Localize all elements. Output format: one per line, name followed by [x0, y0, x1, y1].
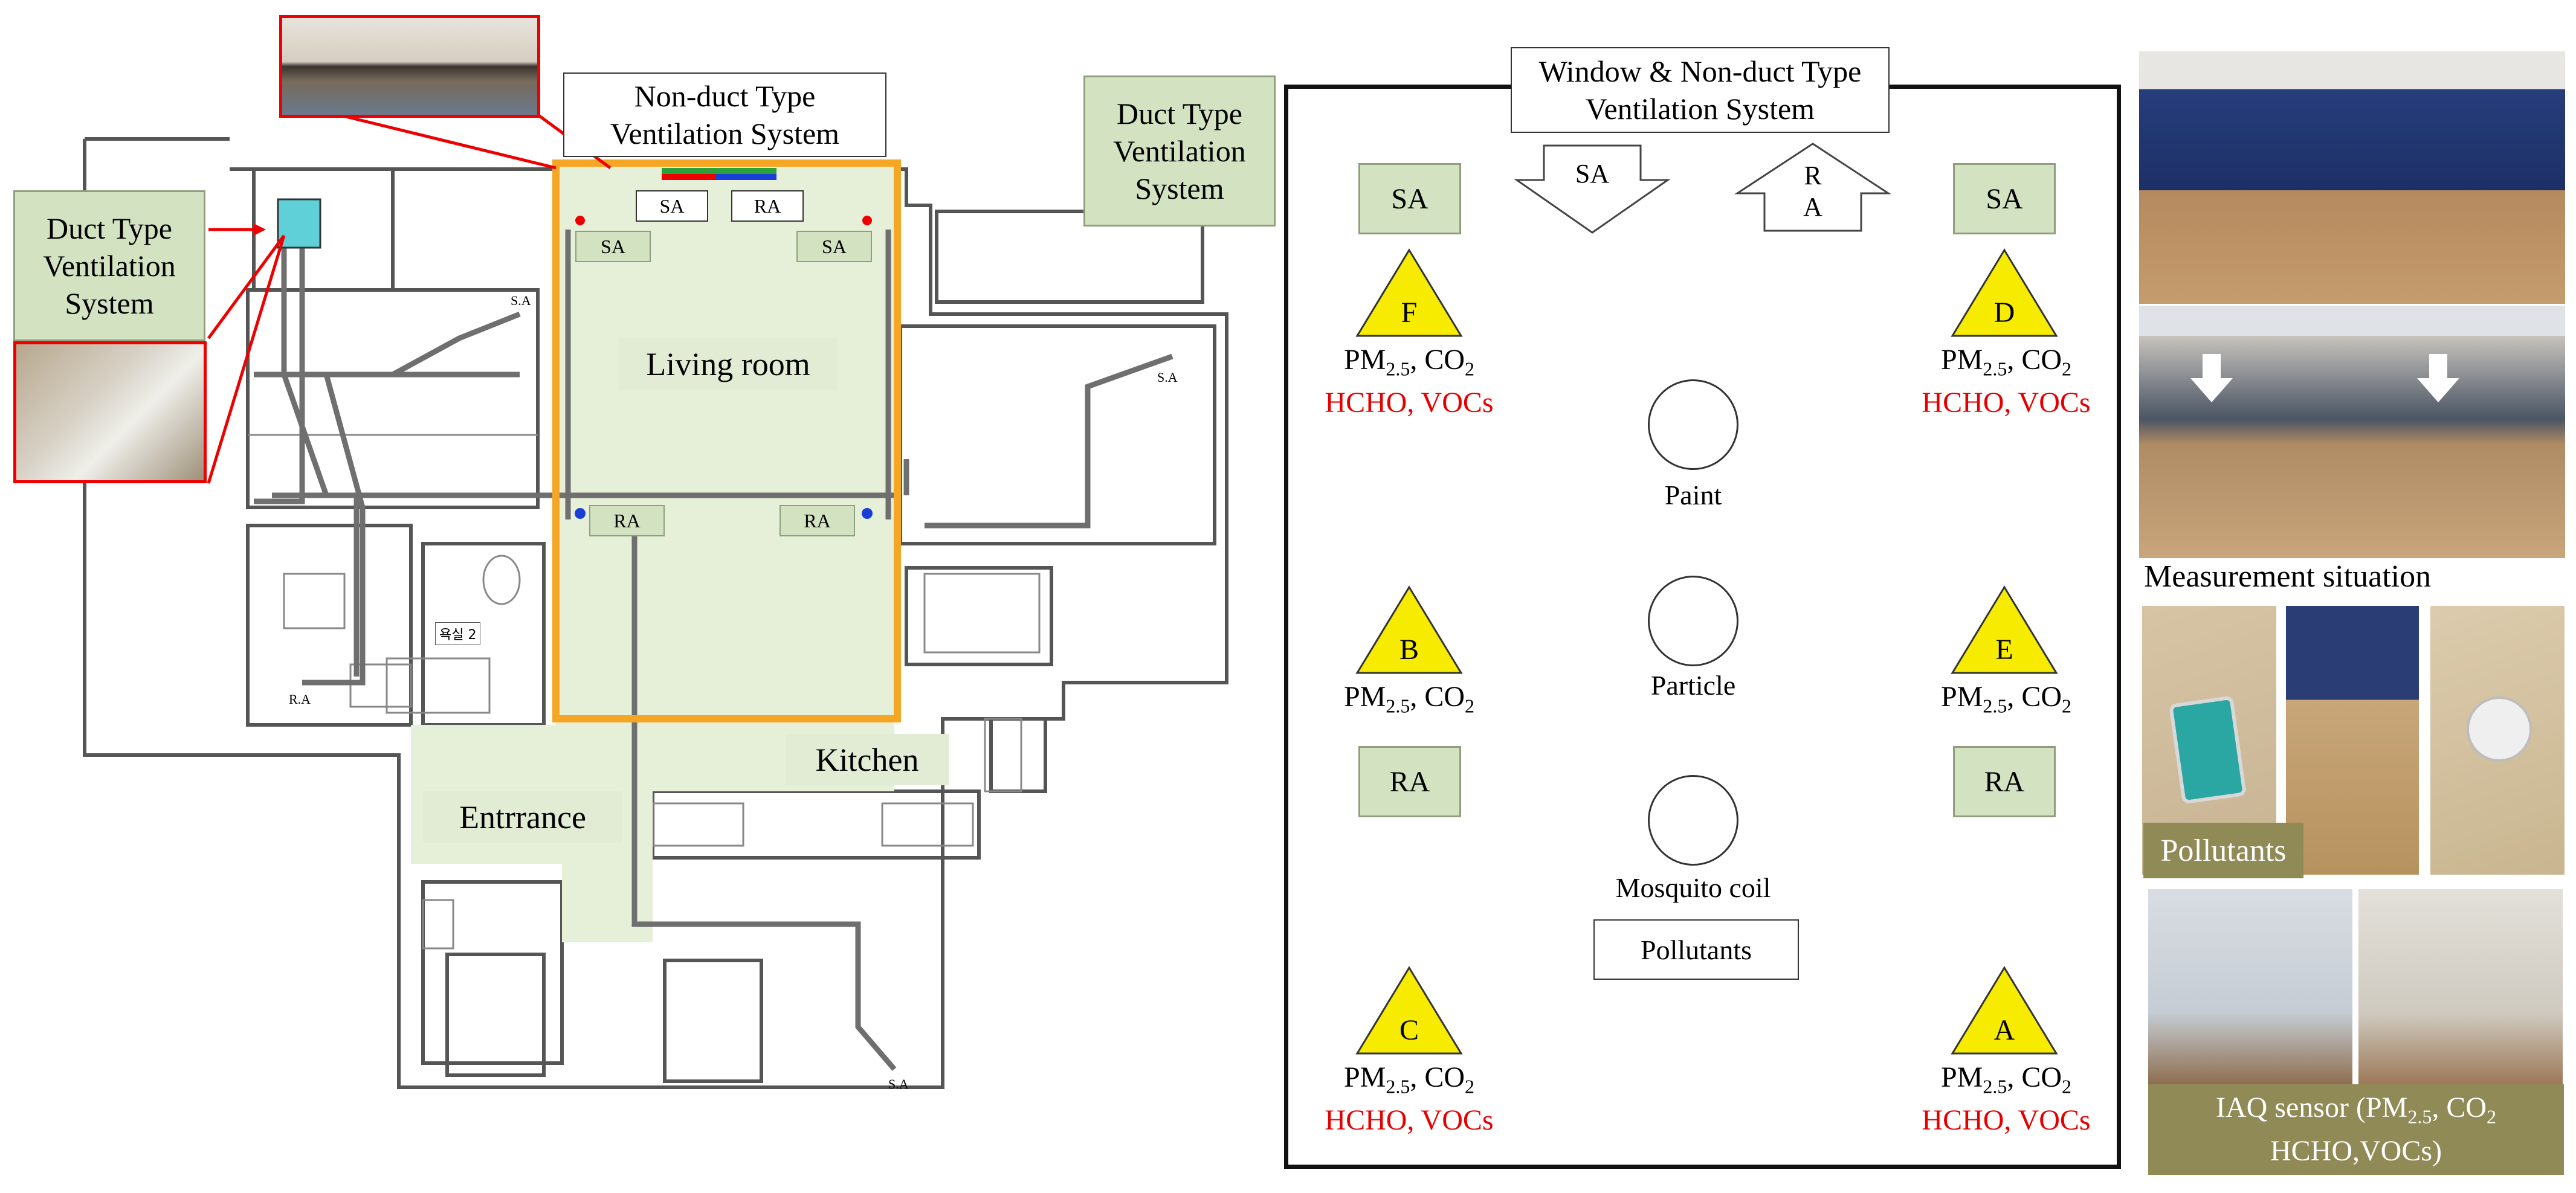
- source-particle-circle: [1648, 576, 1738, 666]
- arrow-down-icon: [2417, 354, 2459, 402]
- phone-shape: [2168, 695, 2247, 805]
- small-sa-label-3: S.A: [888, 1076, 909, 1092]
- non-duct-title: Non-duct Type Ventilation System: [563, 72, 886, 157]
- triangle-marker: [1951, 966, 2058, 1055]
- triangle-marker: [1951, 585, 2058, 674]
- measurement-caption: Measurement situation: [2144, 559, 2432, 594]
- small-sa-label-1: S.A: [511, 293, 531, 308]
- arrow-sa-label: SA: [1575, 159, 1610, 188]
- point-id: A: [1993, 1014, 2015, 1046]
- triangle-marker: [1355, 585, 1463, 674]
- point-id: D: [1993, 297, 2015, 329]
- point-id: C: [1399, 1014, 1419, 1046]
- ra-top-label: RA: [731, 190, 804, 222]
- sa-inner-left-label: SA: [575, 231, 651, 262]
- arrow-down-sa: [1514, 144, 1671, 234]
- duct-title-right: Duct Type Ventilation System: [1083, 76, 1276, 227]
- window-vent-photo: [279, 15, 540, 118]
- photo-room-1: [2139, 51, 2565, 304]
- diagram-ra-left: RA: [1358, 746, 1461, 817]
- small-sa-label-2: S.A: [1157, 370, 1178, 385]
- small-ra-label: R.A: [289, 692, 311, 707]
- arrow-up-ra: [1734, 143, 1891, 232]
- duct-unit-photo: [13, 341, 207, 483]
- point-id: F: [1401, 297, 1418, 329]
- pollutants-caption: Pollutants: [2143, 823, 2303, 878]
- floor-plan: Non-duct Type Ventilation System Duct Ty…: [0, 0, 1276, 1193]
- point-pollutants: PM2.5, CO2: [1940, 681, 2072, 717]
- coil-shape: [2467, 696, 2532, 762]
- living-room-label: Living room: [619, 338, 837, 390]
- photo-pollutant-2: [2286, 606, 2419, 875]
- point-pollutants: PM2.5, CO2: [1343, 681, 1475, 717]
- diagram-sa-right: SA: [1953, 163, 2056, 234]
- floor-plan-drawing: [83, 113, 1228, 1089]
- room-tag: 욕실 2: [435, 622, 481, 645]
- ra-right-label: RA: [780, 505, 855, 536]
- diagram-sa-left: SA: [1358, 163, 1461, 234]
- source-paint-label: Paint: [1664, 480, 1722, 510]
- point-id: E: [1995, 634, 2013, 666]
- triangle-marker: [1355, 248, 1463, 337]
- duct-title-left: Duct Type Ventilation System: [13, 190, 205, 341]
- arrow-down-icon: [2190, 354, 2233, 402]
- point-id: B: [1399, 634, 1419, 666]
- kitchen-label: Kitchen: [786, 734, 949, 785]
- sa-inner-right-label: SA: [796, 231, 872, 262]
- source-mosquito-label: Mosquito coil: [1615, 872, 1771, 903]
- source-mosquito-circle: [1648, 775, 1738, 866]
- photo-pollutant-3: [2430, 606, 2565, 875]
- diagram-ra-right: RA: [1953, 746, 2056, 817]
- diagram-title: Window & Non-duct Type Ventilation Syste…: [1511, 47, 1890, 133]
- arrow-ra-label: R A: [1803, 161, 1822, 222]
- sa-top-label: SA: [636, 190, 708, 222]
- pollutants-box: Pollutants: [1593, 919, 1799, 980]
- entrance-label: Entrrance: [423, 791, 622, 843]
- triangle-marker: [1355, 966, 1463, 1055]
- source-paint-circle: [1648, 379, 1738, 470]
- triangle-marker: [1951, 248, 2058, 337]
- iaq-caption: IAQ sensor (PM2.5, CO2 HCHO,VOCs): [2148, 1084, 2564, 1175]
- photo-room-2: [2139, 306, 2565, 558]
- ra-left-label: RA: [589, 505, 665, 536]
- source-particle-label: Particle: [1650, 670, 1736, 701]
